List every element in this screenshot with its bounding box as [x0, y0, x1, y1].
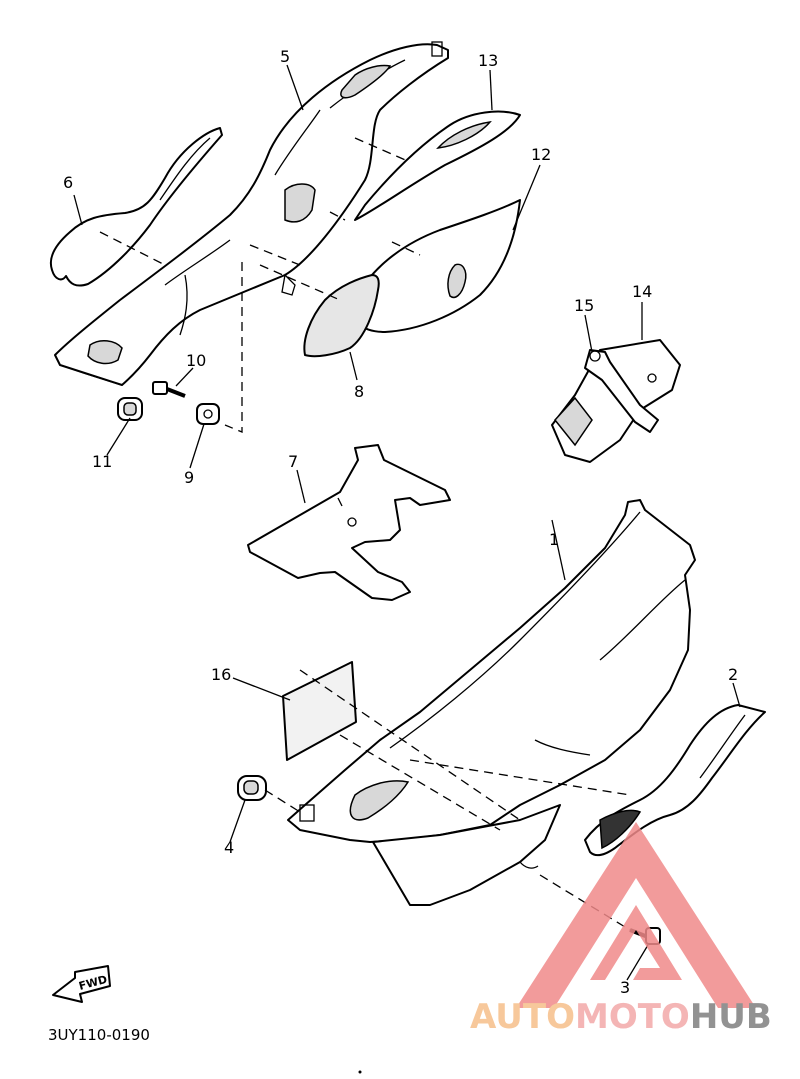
callout-7: 7 — [288, 452, 298, 471]
callout-15: 15 — [574, 296, 594, 315]
callout-9: 9 — [184, 468, 194, 487]
part-9-nut — [196, 403, 220, 425]
part-4-grommet — [237, 775, 267, 801]
watermark-triangle-icon — [516, 822, 756, 1008]
callout-11: 11 — [92, 452, 112, 471]
callout-8: 8 — [354, 382, 364, 401]
callout-14: 14 — [632, 282, 652, 301]
footer-dot — [358, 1070, 362, 1074]
part-6-side-panel-rear — [50, 127, 223, 287]
watermark-text: AUTOMOTOHUB — [470, 997, 772, 1037]
callout-16: 16 — [211, 665, 231, 684]
part-1-side-cover — [287, 499, 696, 906]
callout-labels: 1 2 3 4 5 6 7 8 9 10 11 12 13 14 15 16 — [63, 47, 738, 997]
diagram-code: 3UY110-0190 — [48, 1026, 150, 1044]
part-14-tool-bag — [551, 339, 681, 463]
callout-12: 12 — [531, 145, 551, 164]
part-10-screw — [152, 381, 186, 398]
part-8-pad — [303, 274, 380, 358]
callout-1: 1 — [549, 530, 559, 549]
part-12-side-panel-inner — [350, 199, 521, 333]
part-15-band — [584, 349, 659, 433]
callout-6: 6 — [63, 173, 73, 192]
assembly-lines — [99, 137, 631, 931]
part-5-side-cover-frame — [54, 41, 449, 386]
callout-4: 4 — [224, 838, 234, 857]
fwd-arrow: FWD — [52, 965, 111, 1003]
callout-3: 3 — [620, 978, 630, 997]
callout-2: 2 — [728, 665, 738, 684]
leader-lines — [73, 64, 741, 981]
part-16-label — [282, 661, 357, 761]
part-13-upper-side-panel — [354, 110, 521, 221]
callout-5: 5 — [280, 47, 290, 66]
callout-10: 10 — [186, 351, 206, 370]
callout-13: 13 — [478, 51, 498, 70]
part-2-emblem-panel — [584, 704, 766, 857]
watermark-logo: AUTOMOTOHUB — [470, 822, 772, 1037]
part-11-grommet — [117, 397, 143, 421]
part-7-plate — [247, 444, 451, 601]
